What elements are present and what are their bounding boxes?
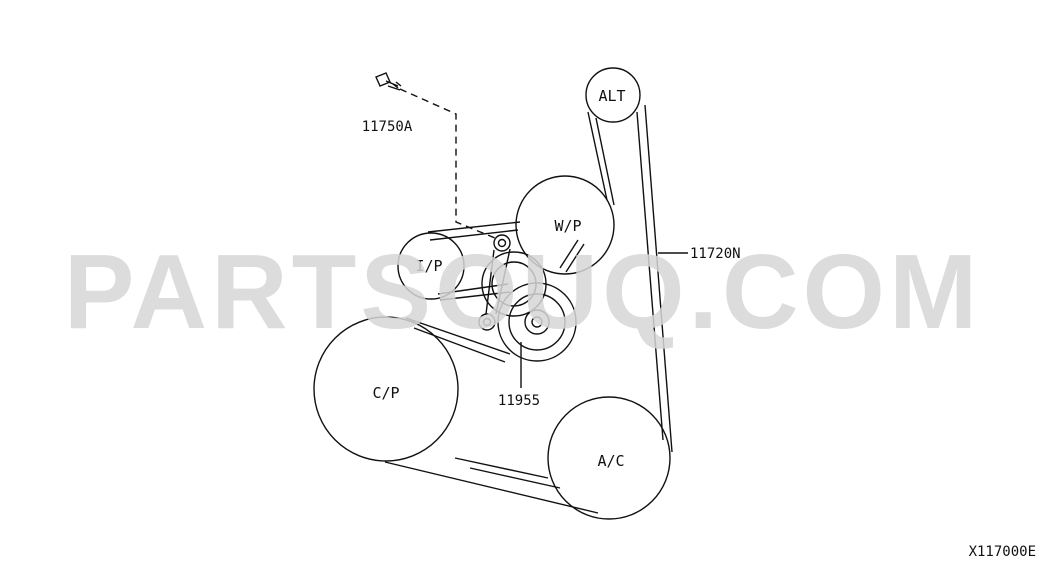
tensioner-pulley-ring (508, 293, 566, 351)
tensioner-hub (524, 309, 550, 335)
tensioner-bolt-left (478, 313, 496, 331)
tensioner-arm (485, 248, 511, 315)
part-11750A[interactable]: 11750A (362, 119, 413, 135)
pulley-ip (397, 232, 465, 300)
tensioner-bolt-top-inner (497, 238, 507, 248)
tensioner-bolt-top (493, 234, 511, 252)
bolt-leader (399, 88, 496, 239)
tensioner-bolt-left-inner (482, 317, 492, 327)
bolt-icon (375, 72, 402, 91)
label-cp: C/P (372, 384, 399, 402)
pulley-cp (313, 316, 459, 462)
belt-tensioner-wp (559, 239, 585, 273)
pulley-ac (547, 396, 671, 520)
pulley-wp (515, 175, 615, 275)
label-wp: W/P (554, 217, 581, 235)
pulley-alt (585, 67, 641, 123)
belt-inner (413, 111, 664, 489)
belt-ip-tensioner (437, 283, 511, 301)
part-11720N[interactable]: 11720N (690, 246, 741, 262)
tensioner-pulley (497, 282, 577, 362)
diagram-code: X117000E (969, 544, 1036, 560)
belt-ip-wp-top (427, 221, 521, 241)
tensioner-hub-center (531, 316, 543, 328)
label-ip: I/P (415, 257, 442, 275)
part-11955[interactable]: 11955 (498, 393, 540, 409)
belt-outer (384, 104, 673, 514)
label-alt: ALT (598, 87, 625, 105)
label-ac: A/C (597, 452, 624, 470)
